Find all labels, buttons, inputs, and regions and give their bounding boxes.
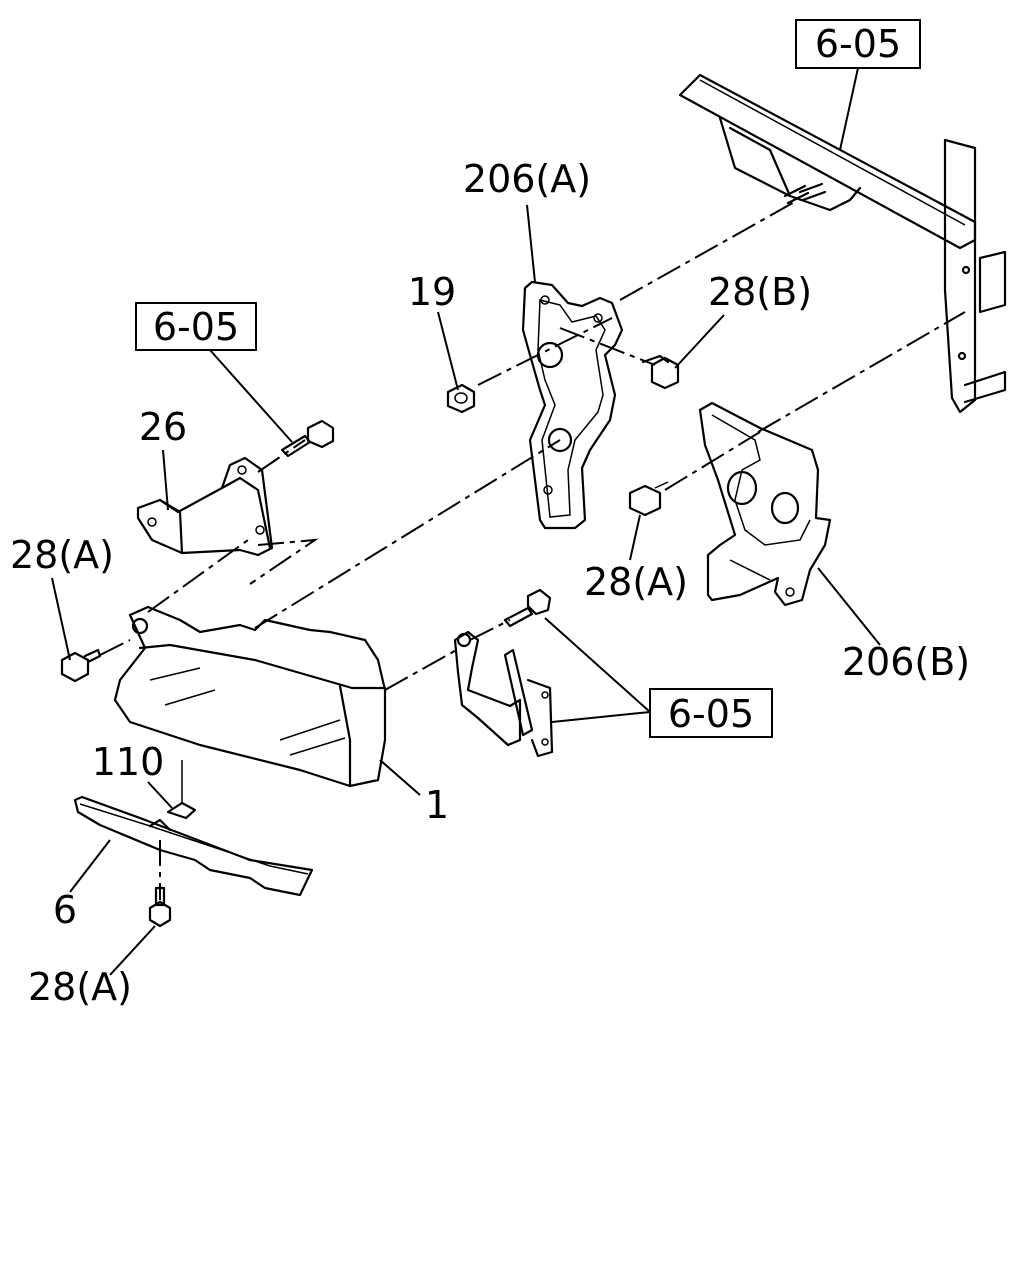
callout-bracket-lower: 206(B)	[842, 640, 970, 684]
callout-bracket-small: 26	[139, 405, 187, 449]
upper-bracket	[521, 280, 624, 530]
assembly-lines	[99, 199, 966, 900]
ref-box-right-text: 6-05	[668, 692, 754, 736]
bolt-a-right	[628, 481, 669, 517]
leader-lines	[51, 67, 881, 976]
ref-box-left[interactable]: 6-05	[135, 302, 257, 351]
bolt-a-left	[60, 648, 102, 683]
callout-bolt-a-left: 28(A)	[10, 533, 114, 577]
callout-bolt-a-bottom: 28(A)	[28, 965, 132, 1009]
flange-nut	[446, 383, 476, 414]
adjuster-bracket	[453, 630, 554, 758]
lower-bracket	[698, 401, 832, 607]
frame-member	[678, 73, 1007, 414]
callout-clip: 110	[92, 740, 165, 784]
bolt-b	[641, 354, 680, 390]
callout-bolt-b: 28(B)	[708, 270, 812, 314]
callout-bracket-upper: 206(A)	[463, 157, 591, 201]
callout-bolt-a-right: 28(A)	[584, 560, 688, 604]
ref-box-top-text: 6-05	[815, 22, 901, 66]
bolt-a-bottom	[148, 886, 172, 928]
headlamp	[113, 605, 387, 788]
clip	[166, 760, 197, 820]
callout-garnish: 6	[53, 888, 77, 932]
adjuster-screw	[503, 588, 552, 628]
ref-box-top[interactable]: 6-05	[795, 19, 921, 69]
garnish	[73, 795, 314, 897]
callout-nut: 19	[408, 270, 456, 314]
ref-box-left-text: 6-05	[153, 305, 239, 349]
ref-box-right[interactable]: 6-05	[649, 688, 773, 738]
callout-headlamp: 1	[425, 783, 449, 827]
small-bracket	[136, 456, 274, 557]
